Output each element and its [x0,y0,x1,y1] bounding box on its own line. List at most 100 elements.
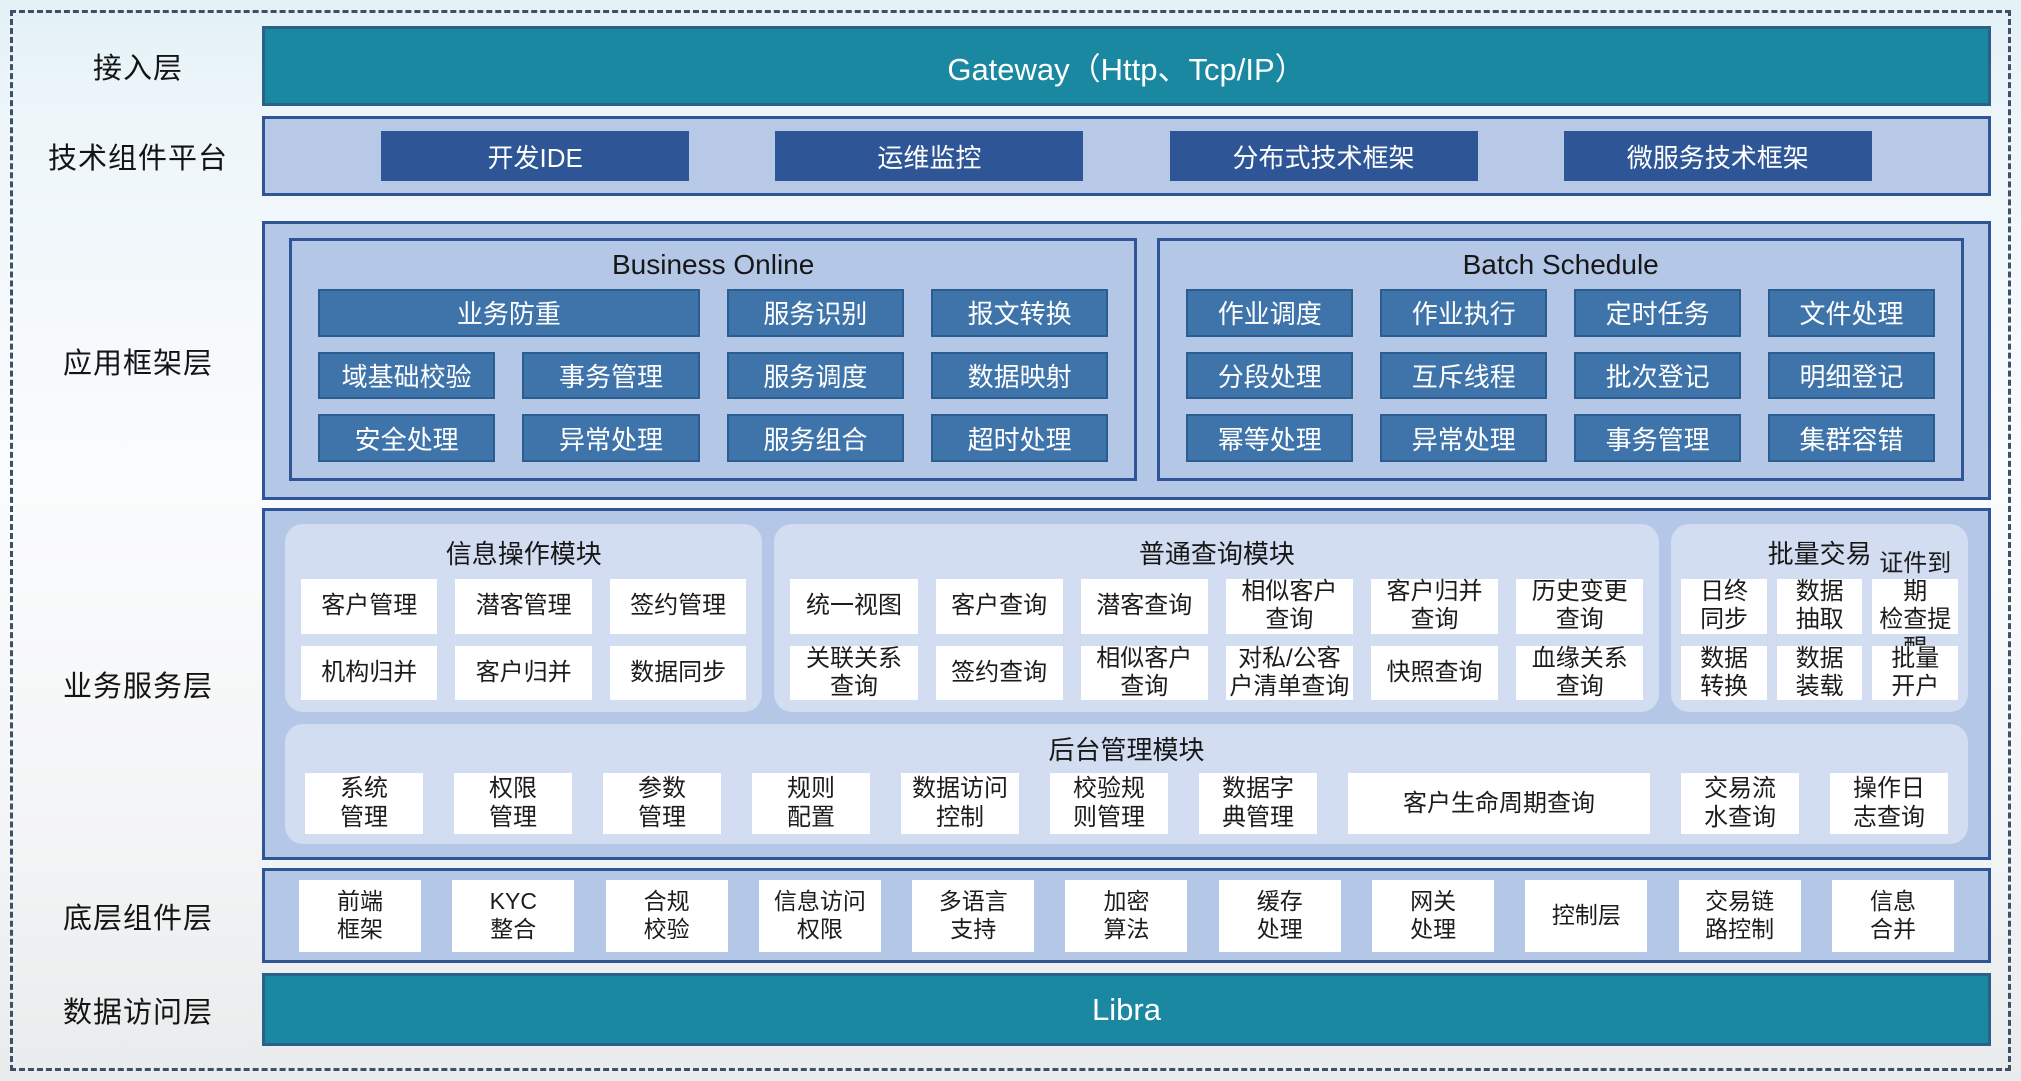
node: 加密 算法 [1065,879,1188,952]
node: 前端 框架 [299,879,421,952]
node: 作业调度 [1186,289,1354,337]
base-components-container: 前端 框架 KYC 整合 合规 校验 信息访问 权限 多语言 支持 加密 算法 … [262,868,1991,963]
business-service-container: 信息操作模块 客户管理 潜客管理 签约管理 机构归并 客户归并 数据同步 普通查… [262,508,1991,860]
common-query-title: 普通查询模块 [1138,539,1295,569]
node: 校验规 则管理 [1050,773,1168,834]
access-layer-row: 接入层 Gateway（Http、Tcp/IP） [14,26,1991,106]
node: 业务防重 [318,289,700,337]
node: 潜客管理 [455,579,592,634]
node: 分段处理 [1186,351,1354,400]
node: 事务管理 [522,351,700,400]
node: 数据 转换 [1681,645,1767,701]
admin-module-title: 后台管理模块 [1048,735,1205,766]
node: 交易流 水查询 [1681,773,1799,834]
admin-module: 后台管理模块 系统 管理 权限 管理 参数 管理 规则 配置 数据访问 控制 校… [285,724,1968,844]
node: 控制层 [1525,879,1648,952]
node: 统一视图 [790,579,918,634]
tech-item-dev-ide: 开发IDE [381,131,690,181]
node: 客户归并 [455,645,592,701]
batch-schedule-grid: 作业调度 作业执行 定时任务 文件处理 分段处理 互斥线程 批次登记 明细登记 … [1160,287,1961,478]
tech-platform-container: 开发IDE 运维监控 分布式技术框架 微服务技术框架 [262,116,1991,196]
node: 签约管理 [609,579,747,634]
batch-trade-title: 批量交易 [1767,539,1872,569]
node: 作业执行 [1380,289,1548,337]
node: 事务管理 [1574,414,1742,462]
node: 数据同步 [609,645,747,701]
tech-item-microservice-framework: 微服务技术框架 [1563,131,1872,181]
node: 数据字 典管理 [1199,773,1317,834]
node: 数据映射 [931,351,1109,400]
business-service-row: 业务服务层 信息操作模块 客户管理 潜客管理 签约管理 机构归并 客户归并 数据… [14,508,1991,860]
batch-schedule-title: Batch Schedule [1462,249,1659,280]
layer-label-business-service: 业务服务层 [62,671,213,703]
node: 合规 校验 [605,879,728,952]
node: 批次登记 [1574,351,1742,400]
node: 机构归并 [301,645,438,701]
node: 系统 管理 [305,773,423,834]
app-framework-row: 应用框架层 Business Online 业务防重 服务识别 报文转换 域基础… [14,221,1991,500]
node: 客户生命周期查询 [1348,773,1650,834]
node: 网关 处理 [1372,879,1495,952]
node: 互斥线程 [1380,351,1548,400]
layer-label-base-components: 底层组件层 [62,902,213,935]
node: 多语言 支持 [912,879,1035,952]
node: 明细登记 [1768,351,1935,400]
layer-label-app-framework: 应用框架层 [62,347,213,380]
node: 参数 管理 [603,773,721,834]
node: 幂等处理 [1186,414,1354,462]
node: 批量 开户 [1872,645,1958,701]
node: 客户查询 [935,579,1063,634]
data-access-row: 数据访问层 Libra [14,973,1991,1046]
node: 相似客户 查询 [1225,578,1353,634]
node: 对私/公客 户清单查询 [1225,645,1353,701]
base-components-row: 底层组件层 前端 框架 KYC 整合 合规 校验 信息访问 权限 多语言 支持 … [14,868,1991,963]
node: 安全处理 [318,414,496,462]
node: 客户归并 查询 [1370,578,1499,634]
node: 服务调度 [726,351,905,400]
tech-item-ops-monitor: 运维监控 [775,131,1084,181]
node: 文件处理 [1768,289,1935,337]
node: 数据 抽取 [1776,578,1863,634]
node: 交易链 路控制 [1678,879,1801,952]
batch-trade-grid: 日终 同步 数据 抽取 证件到期 检查提醒 数据 转换 数据 装载 批量 开户 [1681,550,1958,701]
node: 规则 配置 [752,773,870,834]
common-query-grid: 统一视图 客户查询 潜客查询 相似客户 查询 客户归并 查询 历史变更 查询 关… [790,578,1644,701]
info-operation-title: 信息操作模块 [445,539,602,569]
node: 血缘关系 查询 [1516,645,1644,701]
app-framework-container: Business Online 业务防重 服务识别 报文转换 域基础校验 事务管… [262,221,1991,500]
node: 数据 装载 [1776,645,1863,701]
info-operation-grid: 客户管理 潜客管理 签约管理 机构归并 客户归并 数据同步 [301,579,747,701]
node: 异常处理 [1380,414,1548,462]
node: 信息 合并 [1831,879,1954,952]
node: 签约查询 [935,645,1063,701]
info-operation-module: 信息操作模块 客户管理 潜客管理 签约管理 机构归并 客户归并 数据同步 [285,524,763,713]
node: 异常处理 [522,414,700,462]
node: 日终 同步 [1681,578,1767,634]
node: 数据访问 控制 [901,773,1019,834]
layer-label-data-access: 数据访问层 [62,996,213,1029]
node: 操作日 志查询 [1830,773,1948,834]
node: 服务组合 [726,414,905,462]
node: KYC 整合 [452,879,575,952]
node: 集群容错 [1768,414,1935,462]
node: 快照查询 [1370,645,1499,701]
business-online-panel: Business Online 业务防重 服务识别 报文转换 域基础校验 事务管… [289,238,1138,481]
service-top-modules: 信息操作模块 客户管理 潜客管理 签约管理 机构归并 客户归并 数据同步 普通查… [285,524,1968,713]
admin-module-row: 系统 管理 权限 管理 参数 管理 规则 配置 数据访问 控制 校验规 则管理 … [305,773,1948,834]
node: 缓存 处理 [1218,879,1341,952]
batch-schedule-panel: Batch Schedule 作业调度 作业执行 定时任务 文件处理 分段处理 … [1157,238,1964,481]
node: 客户管理 [301,579,438,634]
business-online-grid: 业务防重 服务识别 报文转换 域基础校验 事务管理 服务调度 数据映射 安全处理… [292,287,1134,478]
layer-label-access: 接入层 [92,53,183,85]
business-online-title: Business Online [612,249,815,280]
node: 权限 管理 [454,773,572,834]
node: 历史变更 查询 [1516,578,1644,634]
node: 相似客户 查询 [1080,645,1208,701]
node: 定时任务 [1574,289,1742,337]
node: 证件到期 检查提醒 [1872,550,1958,662]
node: 服务识别 [726,289,905,337]
node: 超时处理 [931,414,1109,462]
libra-bar: Libra [262,973,1991,1046]
node: 关联关系 查询 [790,645,918,701]
